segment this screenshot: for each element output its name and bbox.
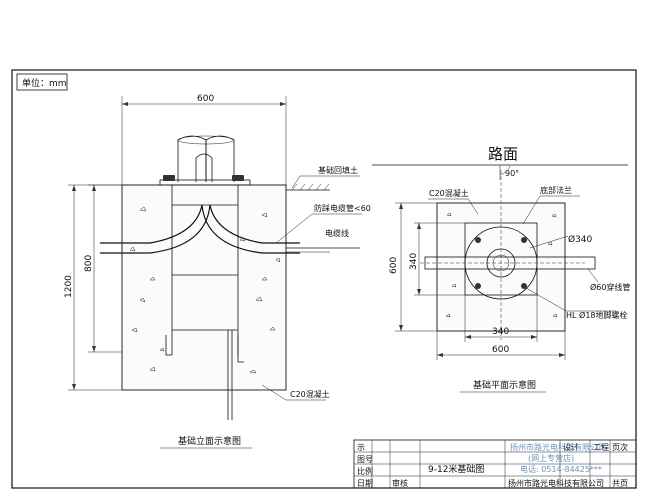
elev-label-cable: 电缆线 — [325, 228, 349, 238]
plan-angle-label: 90° — [505, 169, 519, 178]
plan-label-pipe: Ø60穿线管 — [590, 282, 630, 292]
unit-label: 单位：mm — [22, 77, 67, 89]
elev-caption: 基础立面示意图 — [178, 435, 241, 447]
tb-cell-8: 共页 — [612, 479, 628, 488]
tb-cell-0: 示 — [357, 443, 365, 452]
concrete-block — [121, 184, 287, 391]
plan-anchor-bolts — [475, 237, 527, 289]
plan-caption: 基础平面示意图 — [473, 379, 536, 391]
elev-dim-total-height: 1200 — [64, 275, 74, 298]
title-block: 示 图号 比例 日期 审核 设计 工程 页次 共页 9-12米基础图 扬州市路光… — [353, 439, 637, 489]
plan-dim-inner-width: 340 — [492, 327, 509, 337]
tb-cell-4: 审核 — [392, 478, 408, 488]
tb-cell-2: 比例 — [357, 466, 373, 476]
elev-dim-width: 600 — [197, 94, 214, 104]
tb-cell-6: 工程 — [593, 443, 609, 452]
tb-cell-1: 图号 — [357, 455, 373, 464]
watermark-line3: 电话: 0514-84425*** — [520, 464, 602, 474]
plan-label-circle: Ø340 — [568, 234, 593, 245]
tb-company: 扬州市路光电科技有限公司 — [508, 478, 604, 488]
plan-road-title: 路面 — [488, 145, 518, 163]
elev-label-ground: 基础回填土 — [318, 165, 358, 175]
plan-dim-outer-height: 600 — [389, 257, 399, 274]
sheet-border — [11, 69, 637, 489]
watermark-line1: 扬州市路光电科技有限公司 — [510, 442, 606, 452]
tb-drawing-title: 9-12米基础图 — [428, 463, 484, 475]
tb-cell-3: 日期 — [357, 479, 373, 488]
plan-dim-inner-height: 340 — [409, 253, 419, 270]
watermark-line2: (网上专营店) — [528, 453, 574, 463]
plan-dim-outer-width: 600 — [492, 345, 509, 355]
elevation-view: 600 1200 800 — [64, 94, 371, 449]
elev-label-concrete: C20混凝土 — [290, 389, 330, 399]
unit-box: 单位：mm — [16, 73, 68, 91]
tb-cell-5: 设计 — [563, 442, 579, 452]
plan-label-bolt: HL Ø18地脚螺栓 — [566, 310, 628, 320]
tb-cell-7: 页次 — [612, 442, 628, 452]
plan-label-base-plate: 底部法兰 — [540, 185, 572, 195]
plan-label-concrete: C20混凝土 — [429, 188, 469, 198]
plan-view: 路面 90° — [372, 145, 630, 393]
elev-label-conduit: 防踩电缆管<60 — [314, 203, 371, 213]
elev-dim-upper-height: 800 — [84, 255, 94, 272]
